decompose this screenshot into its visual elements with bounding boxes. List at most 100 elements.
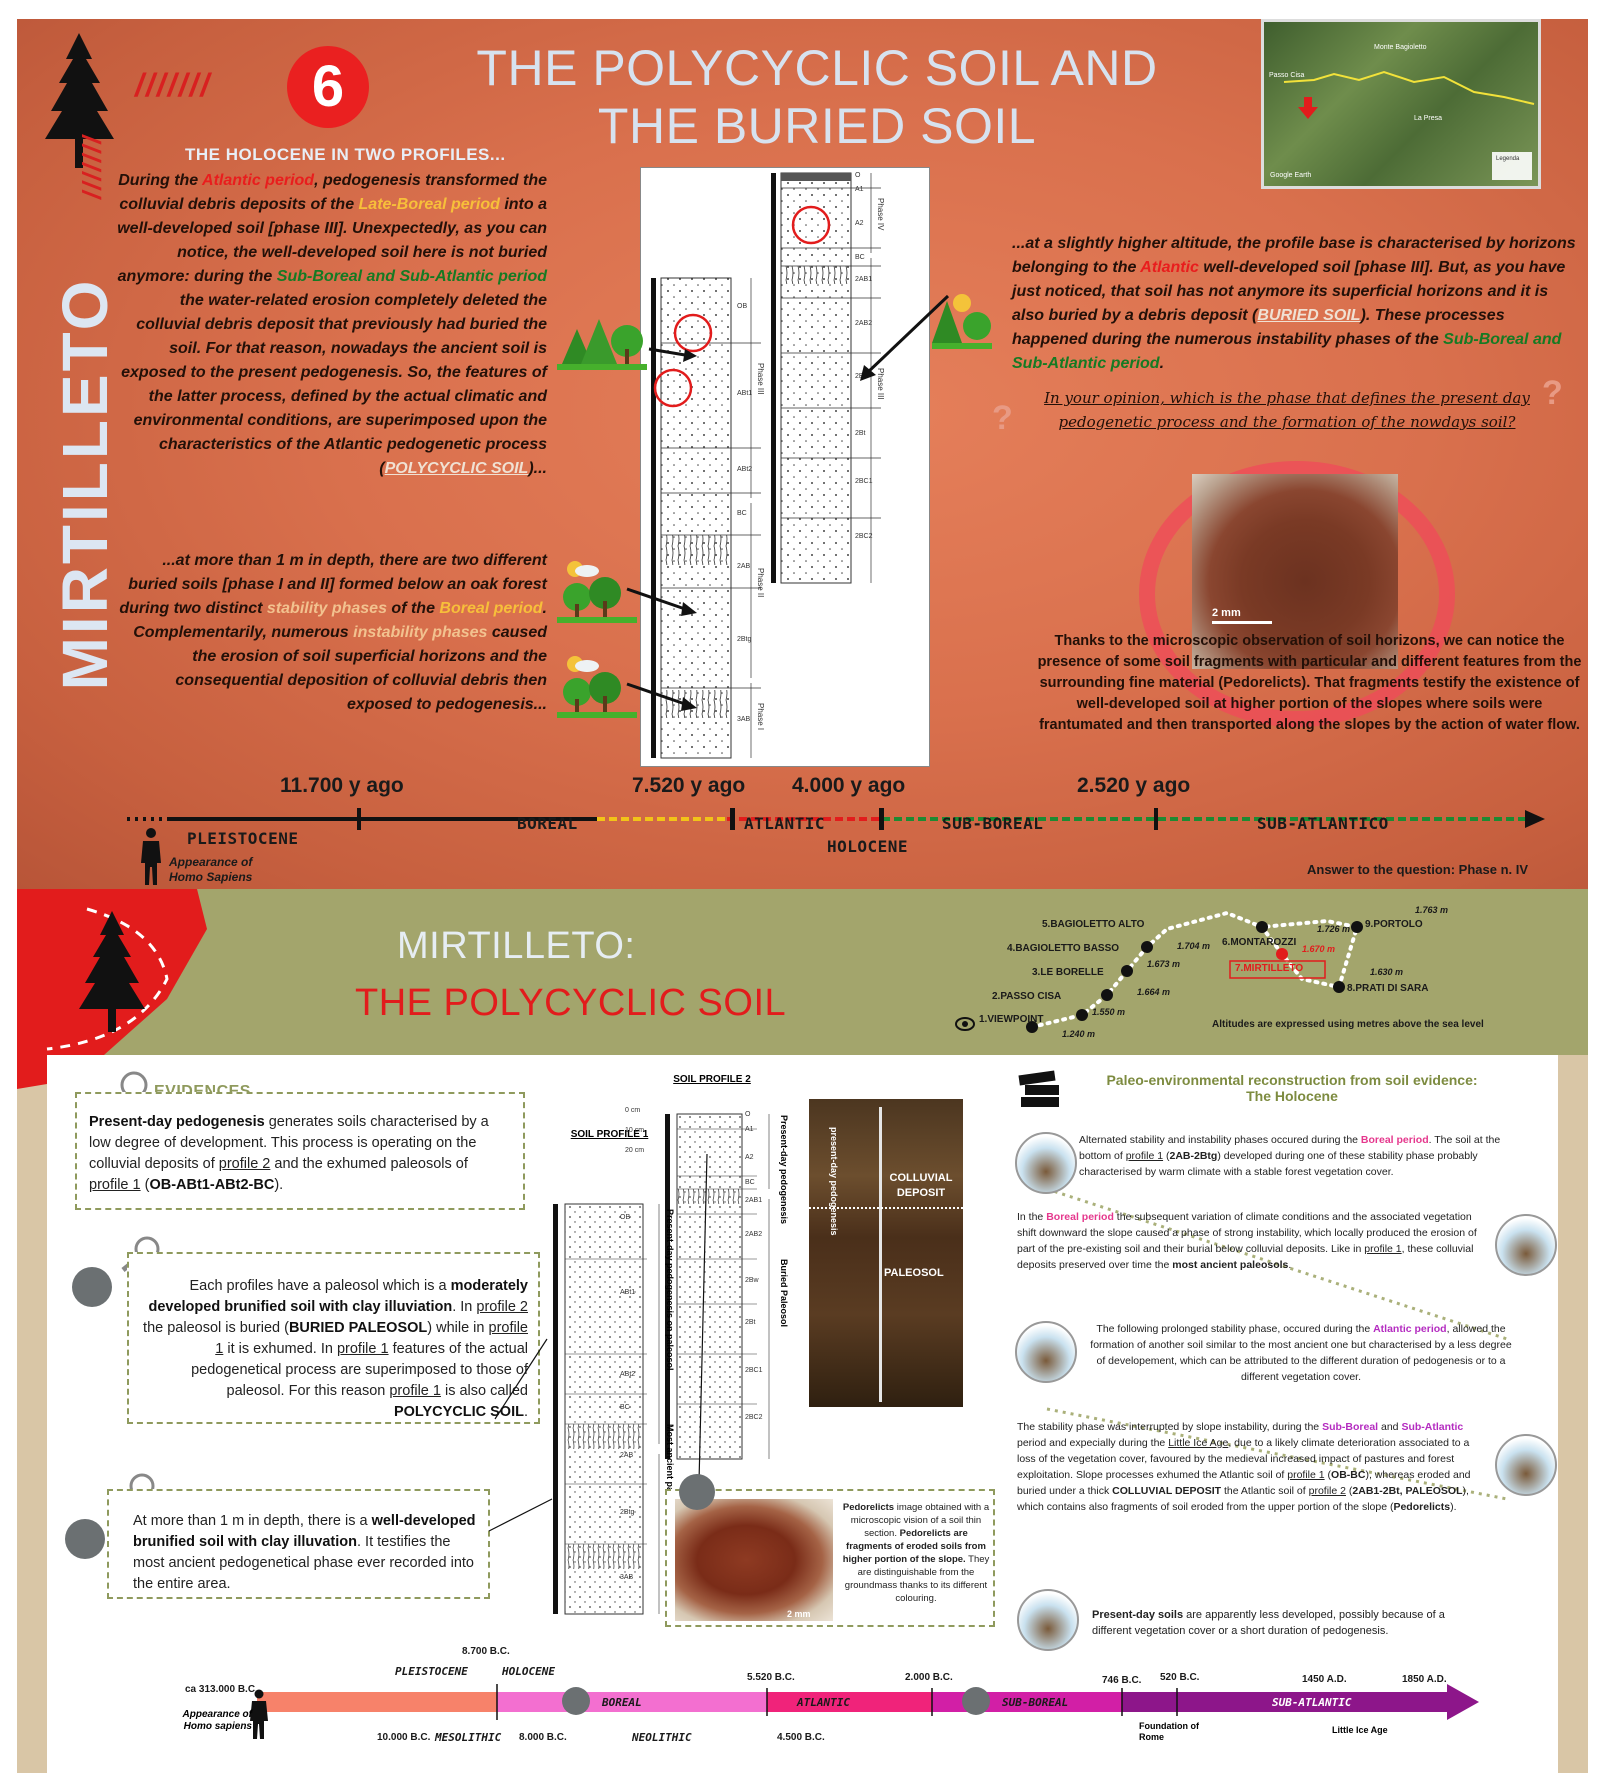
altitude-label: 1.726 m: [1317, 924, 1351, 934]
pedorelict-marker-icon: [673, 313, 713, 353]
micro-image: [1192, 474, 1398, 669]
pine-tree-icon: [45, 33, 114, 168]
date-label: 8.000 B.C.: [519, 1732, 567, 1743]
route-stop: 2.PASSO CISA: [992, 991, 1062, 1002]
altitude-label: 1.670 m: [1302, 944, 1336, 954]
period-label: SUB-BOREAL: [1002, 1696, 1069, 1709]
horizon-label: 2BC1: [855, 478, 873, 485]
timeline-bar: [127, 808, 1545, 830]
little-ice-age-label: Little Ice Age: [1332, 1725, 1388, 1735]
pedorelicts-scale: 2 mm: [787, 1609, 811, 1619]
period-label: BOREAL: [517, 814, 578, 833]
culture-label: MESOLITHIC: [435, 1731, 502, 1744]
rome-label: Foundation of Rome: [1139, 1721, 1199, 1742]
altitude-label: 1.704 m: [1177, 941, 1211, 951]
forest-icon-3: [557, 656, 697, 718]
horizon-label: BC: [737, 510, 747, 517]
date-label: ca 313.000 B.C.: [185, 1684, 258, 1695]
period-label: SUB-ATLANTIC: [1272, 1696, 1352, 1709]
human-figure-icon: [141, 828, 161, 885]
forest-warm-icon: [1015, 1321, 1077, 1383]
soil-sample-icon: [962, 1687, 990, 1715]
label-present-day: Present-day pedogenesis: [779, 1115, 789, 1225]
route-stop: 1.VIEWPOINT: [979, 1014, 1044, 1025]
soil-sample-icon: [65, 1519, 105, 1559]
horizon-label: 2AB1: [745, 1197, 763, 1204]
horizon-label: ABt1: [620, 1289, 636, 1296]
map-label-monte: Monte Bagioletto: [1374, 44, 1427, 51]
pedorelict-marker-icon: [653, 368, 693, 408]
period-label: PLEISTOCENE: [187, 829, 299, 848]
title-line2: THE BURIED SOIL: [597, 98, 1037, 154]
period-label: SUB-BOREAL: [942, 814, 1044, 833]
period-label: PLEISTOCENE: [395, 1665, 468, 1678]
altitude-label: 1.763 m: [1415, 905, 1449, 915]
period-label: HOLOCENE: [502, 1665, 555, 1678]
route-stop: 6.MONTAROZZI: [1222, 937, 1297, 948]
map-marker-icon: [1298, 97, 1318, 119]
evidence-box-3: At more than 1 m in depth, there is a we…: [107, 1489, 490, 1599]
forest-icon-2: [557, 561, 697, 623]
question-text: In your opinion, which is the phase that…: [1044, 389, 1530, 431]
paleo-title: Paleo-environmental reconstruction from …: [1106, 1072, 1478, 1104]
horizon-label: O: [745, 1111, 751, 1118]
period-label: ATLANTIC: [744, 814, 826, 833]
evidence-box-2: Each profiles have a paleosol which is a…: [127, 1252, 540, 1424]
horizon-label: BC: [855, 254, 865, 261]
horizon-label: O: [855, 172, 861, 179]
homo-label: Appearance of Homo sapiens: [182, 1709, 252, 1732]
photo-label-present: present-day pedogenesis: [829, 1127, 839, 1236]
answer-text: Answer to the question: Phase n. IV: [1307, 862, 1529, 877]
altitude-label: 1.664 m: [1137, 987, 1171, 997]
panel-polycyclic-soil: MIRTILLETO: THE POLYCYCLIC SOIL 1.VIEWPO…: [17, 889, 1588, 1773]
altitude-label: 1.673 m: [1147, 959, 1181, 969]
horizon-label: 2BC1: [745, 1367, 763, 1374]
map-label-google: Google Earth: [1270, 172, 1312, 179]
horizon-label: 2Bt: [855, 430, 866, 437]
horizon-label: 3AB: [737, 716, 751, 723]
horizon-label: 2Bt: [745, 1319, 756, 1326]
slash-marks-side: ///////: [77, 134, 107, 199]
eye-icon: [955, 1017, 975, 1031]
pedorelicts-image: [675, 1499, 833, 1621]
books-icon: [1018, 1070, 1059, 1107]
depth-label: 0 cm: [625, 1107, 641, 1114]
photo-tape: [879, 1107, 882, 1402]
paleo-connector: [1046, 1187, 1507, 1501]
horizon-label: A1: [745, 1126, 754, 1133]
date-label: 10.000 B.C.: [377, 1732, 431, 1743]
map-route: [1283, 70, 1535, 180]
altitude-label: 1.630 m: [1370, 967, 1404, 977]
panel-title-line1: MIRTILLETO:: [397, 925, 636, 967]
label-present-on-paleosol: Present-day pedogenesis on paleosol: [665, 1209, 675, 1371]
present-day-icon: [1017, 1589, 1079, 1651]
year-label: 4.000 y ago: [792, 774, 906, 797]
depth-label: 10 cm: [625, 1127, 645, 1134]
horizon-label: A2: [855, 220, 864, 227]
title-line1: THE POLYCYCLIC SOIL AND: [476, 40, 1158, 96]
pedorelicts-text: Pedorelicts image obtained with a micros…: [842, 1502, 990, 1604]
paleo-paragraph-1: Alternated stability and instability pha…: [1079, 1134, 1501, 1178]
route-stop-current: 7.MIRTILLETO: [1235, 963, 1304, 974]
soil-sample-icon: [72, 1267, 112, 1307]
period-label: SUB-ATLANTICO: [1257, 814, 1389, 833]
pedorelicts-box: 2 mm Pedorelicts image obtained with a m…: [665, 1489, 995, 1627]
label-buried-paleosol: Buried Paleosol: [779, 1259, 789, 1328]
red-ring-decoration: [1139, 461, 1455, 727]
phase-label: Phase III: [756, 363, 765, 395]
soil-sample-icon: [562, 1687, 590, 1715]
horizon-label: 3AB: [620, 1574, 634, 1581]
homo-label: Appearance of Homo Sapiens: [169, 855, 253, 884]
horizon-label: 2Btg: [737, 636, 752, 643]
profiles-drawing: [553, 1113, 770, 1615]
route-stop: 3.LE BORELLE: [1032, 967, 1104, 978]
right-text-block: ...at a slightly higher altitude, the pr…: [1012, 235, 1576, 372]
forest-icon-4: [860, 294, 992, 381]
horizon-label: OB: [620, 1214, 631, 1221]
paleo-paragraph-5: Present-day soils are apparently less de…: [1092, 1609, 1445, 1637]
map-legend: Legenda: [1496, 156, 1520, 162]
date-label: 2.000 B.C.: [905, 1672, 953, 1683]
forest-warm-icon: [1015, 1132, 1077, 1194]
map-label-presa: La Presa: [1414, 115, 1443, 122]
date-label: 520 B.C.: [1160, 1672, 1200, 1683]
